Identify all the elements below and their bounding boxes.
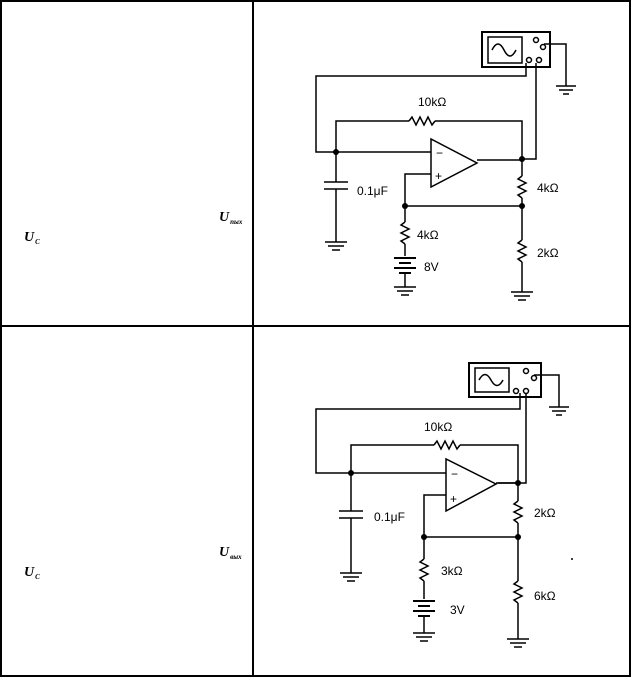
row2-r-div-top-zigzag [512, 500, 524, 524]
row1-r-div-bottom-label: 2kΩ [537, 246, 559, 260]
row1-opamp-icon [430, 137, 479, 189]
row2-uc-label: UC [24, 565, 40, 581]
row2-r-input-label: 3kΩ [441, 564, 463, 578]
row1-label-cell: Uпых UC [0, 0, 254, 327]
row1-opamp-plus: + [435, 169, 442, 183]
row1-r-div-bottom-zigzag [516, 239, 528, 263]
row2-circuit-diagram: 10kΩ 0.1μF 2kΩ 6kΩ 3kΩ 3V − + [315, 362, 573, 648]
row1-r-input-zigzag [399, 221, 411, 245]
row2-uout-label: Uвых [219, 545, 242, 561]
row1-source-label: 8V [424, 260, 439, 274]
row2-oscilloscope-icon [468, 362, 542, 398]
row2-opamp-plus: + [450, 492, 457, 506]
row2-opamp-minus: − [451, 467, 458, 481]
row1-uc-label: UC [24, 230, 40, 246]
row1-circuit-cell: 10kΩ 0.1μF 4kΩ 2kΩ 4kΩ 8V − + [252, 0, 631, 327]
row2-r-div-top-label: 2kΩ [534, 506, 556, 520]
row2-circuit-cell: 10kΩ 0.1μF 2kΩ 6kΩ 3kΩ 3V − + [252, 325, 631, 677]
row1-r-feedback-zigzag [408, 115, 436, 127]
row2-capacitor-label: 0.1μF [374, 510, 405, 524]
row2-r-input-zigzag [418, 558, 430, 582]
row1-r-input-label: 4kΩ [417, 228, 439, 242]
row2-r-div-bottom-zigzag [512, 580, 524, 604]
row2-r-feedback-label: 10kΩ [424, 420, 452, 434]
row1-r-div-top-zigzag [516, 175, 528, 199]
row1-r-div-top-label: 4kΩ [537, 181, 559, 195]
row1-circuit-diagram: 10kΩ 0.1μF 4kΩ 2kΩ 4kΩ 8V − + [315, 31, 576, 301]
row1-uout-label: Uпых [219, 210, 243, 226]
row2-r-feedback-zigzag [433, 439, 461, 451]
row2-opamp-icon [445, 457, 498, 513]
row2-label-cell: Uвых UC [0, 325, 254, 677]
row1-capacitor-label: 0.1μF [357, 184, 388, 198]
row1-oscilloscope-icon [481, 31, 551, 68]
row1-opamp-minus: − [436, 146, 443, 160]
row2-source-label: 3V [450, 603, 465, 617]
row1-r-feedback-label: 10kΩ [418, 95, 446, 109]
row2-r-div-bottom-label: 6kΩ [534, 589, 556, 603]
